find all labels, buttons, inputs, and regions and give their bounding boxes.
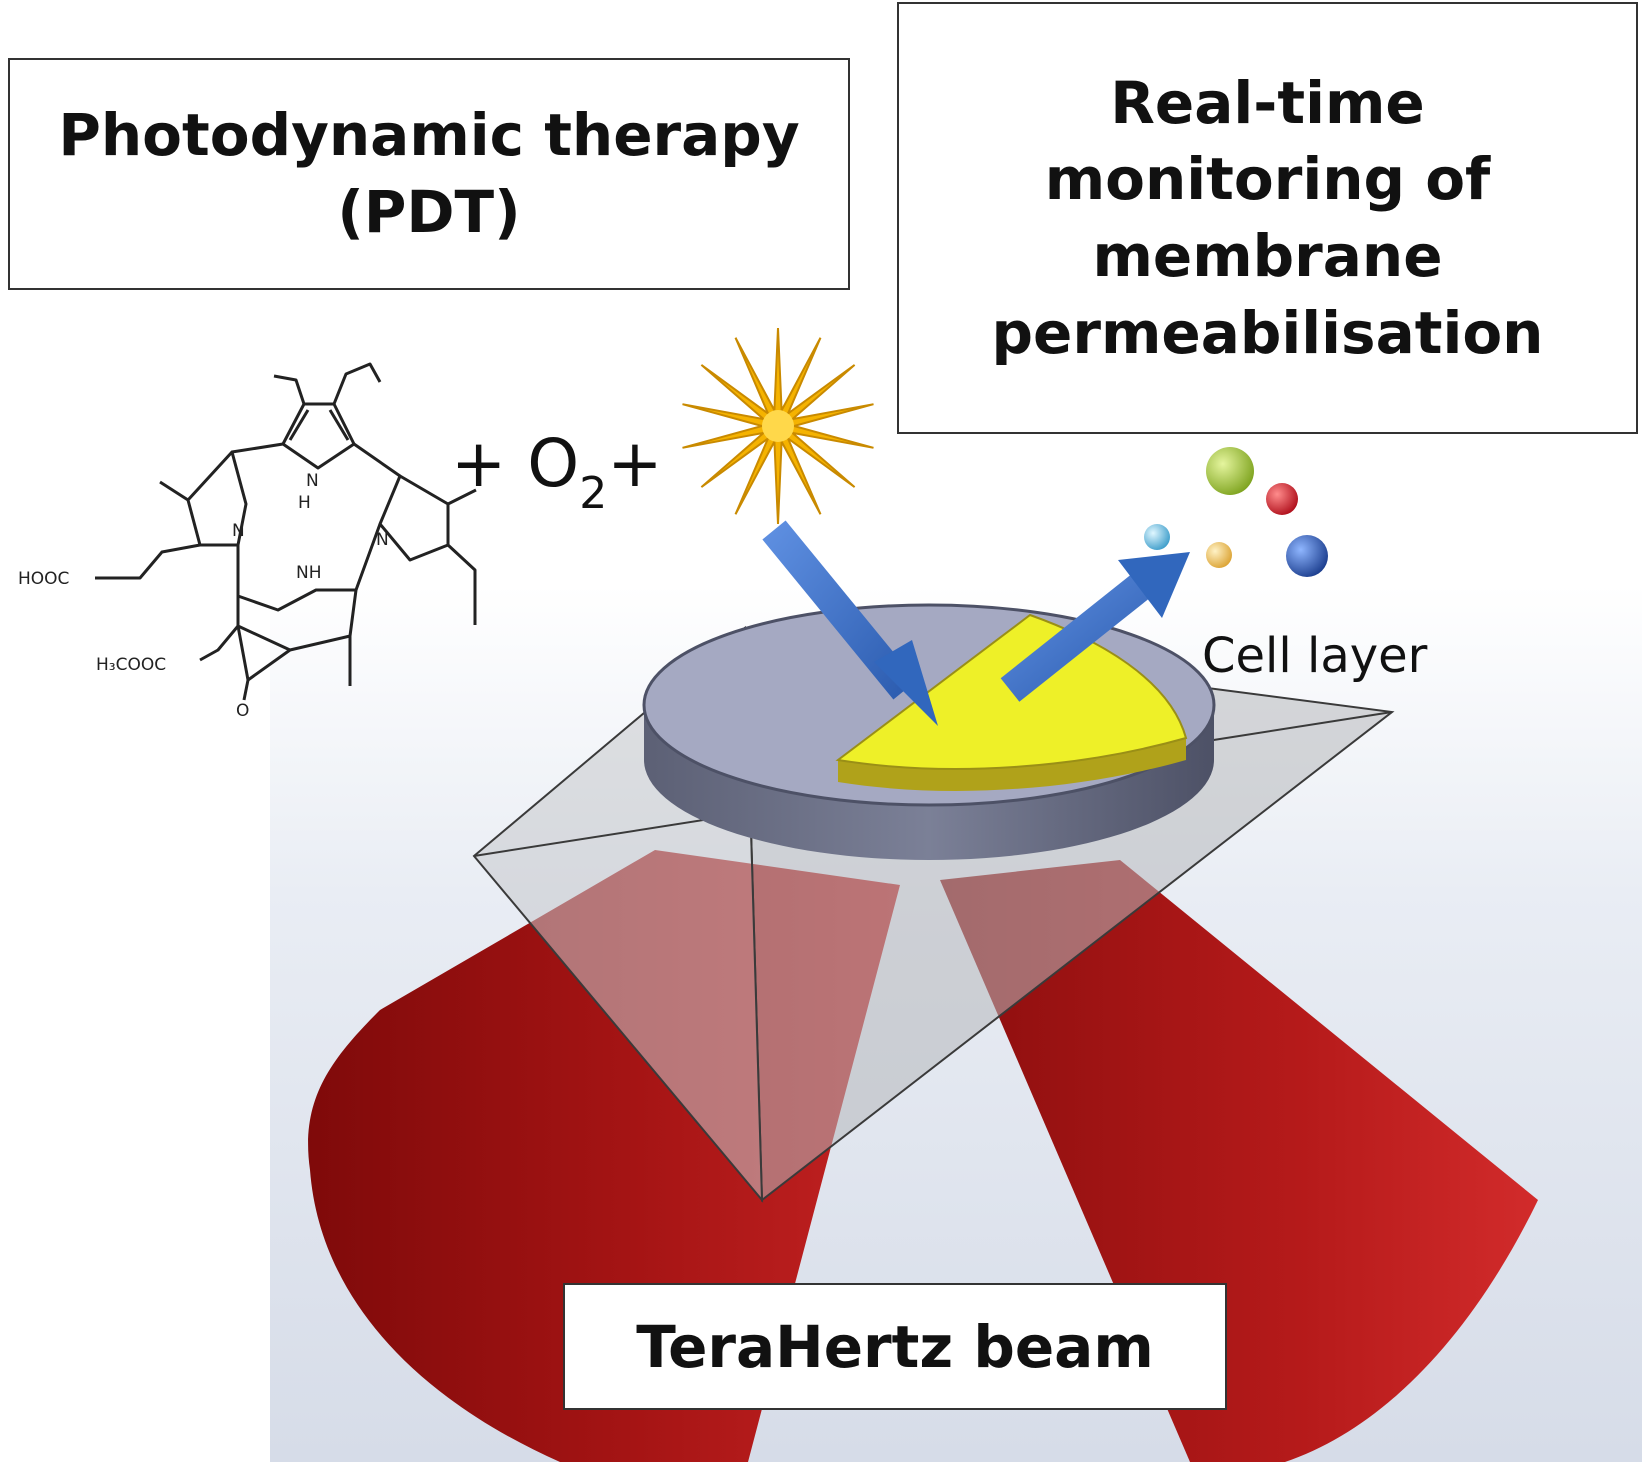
n-label-left: N: [232, 521, 245, 541]
sphere-red: [1266, 483, 1298, 515]
sphere-green: [1206, 447, 1254, 495]
h-label-top: H: [298, 493, 311, 513]
terahertz-label: TeraHertz beam: [636, 1312, 1154, 1381]
cell-layer-side: [838, 738, 1186, 791]
monitoring-line-3: membrane: [1092, 222, 1443, 290]
plus-sign-1: +: [451, 425, 528, 502]
porphyrin-molecule: [95, 362, 477, 701]
sphere-blue: [1286, 535, 1328, 577]
pdt-abbrev: (PDT): [337, 178, 521, 246]
incident-arrow: [762, 520, 938, 726]
monitoring-line-4: permeabilisation: [991, 298, 1544, 367]
monitoring-label-box: Real-time monitoring of membrane permeab…: [897, 2, 1638, 434]
sphere-yellow: [1206, 542, 1232, 568]
pdt-title: Photodynamic therapy: [58, 101, 800, 170]
terahertz-label-box: TeraHertz beam: [563, 1283, 1227, 1410]
o-label: O: [236, 701, 249, 721]
emission-arrow: [1000, 552, 1190, 702]
cell-layer-label: Cell layer: [1202, 628, 1428, 684]
h3cooc-label: H₃COOC: [96, 655, 166, 675]
molecule-atom-labels: HOOC H₃COOC N H N N NH O: [18, 471, 389, 721]
monitoring-line-2: monitoring of: [1044, 145, 1491, 214]
n-label-right: N: [376, 530, 389, 550]
star-core: [762, 410, 794, 442]
sphere-cyan: [1144, 524, 1170, 550]
oxygen-symbol: O: [527, 425, 580, 502]
terahertz-beam-right: [940, 860, 1538, 1462]
hooc-label: HOOC: [18, 569, 69, 589]
light-star-icon: [682, 327, 874, 525]
reaction-equation: + O2+: [451, 425, 663, 519]
monitoring-line-1: Real-time: [1110, 68, 1425, 137]
plus-sign-2: +: [607, 425, 663, 502]
pdt-label-box: Photodynamic therapy (PDT): [8, 58, 850, 290]
n-label-top: N: [306, 471, 319, 491]
oxygen-subscript: 2: [579, 468, 608, 519]
nh-label: NH: [296, 563, 322, 583]
